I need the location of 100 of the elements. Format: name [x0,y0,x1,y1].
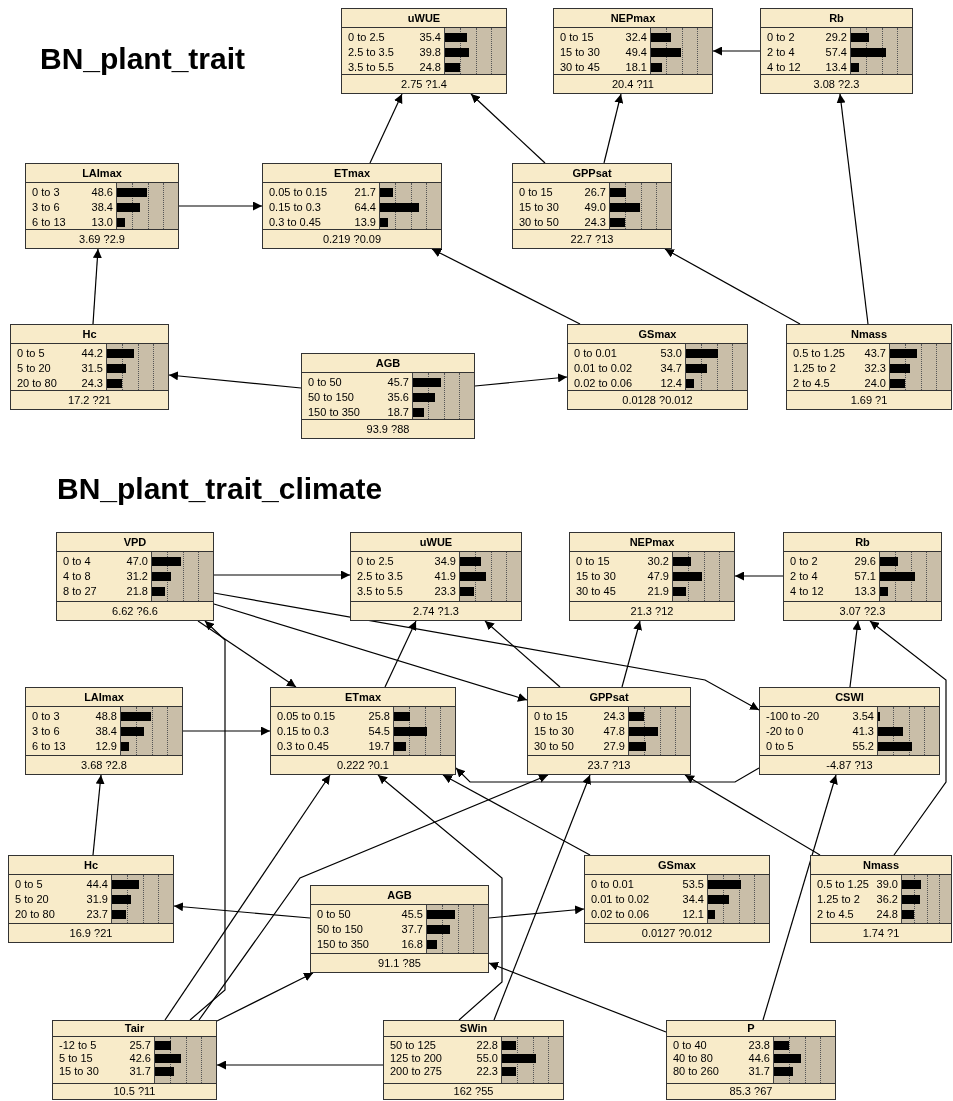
probability-value: 37.7 [401,923,423,936]
state-label: 0.02 to 0.06 [574,377,633,390]
state-label: 0 to 15 [560,31,594,44]
probability-value: 39.8 [419,46,441,59]
node-card [527,687,691,775]
state-label: 15 to 30 [576,570,616,583]
summary-value: 0.222 ?0.1 [271,755,455,774]
probability-value: 23.7 [86,908,108,921]
arrow [869,620,947,856]
state-label: 3.5 to 5.5 [357,585,403,598]
arrow [712,46,761,56]
probability-value: 47.0 [126,555,148,568]
state-label: 0 to 3 [32,710,60,723]
summary-value: 3.69 ?2.9 [26,229,178,248]
state-label: 4 to 8 [63,570,91,583]
arrow [369,93,403,164]
node-card [310,885,489,973]
node-card [25,687,183,775]
state-label: 30 to 45 [560,61,600,74]
summary-value: 20.4 ?11 [554,74,712,93]
probability-value: 23.8 [748,1039,770,1052]
probability-value: 24.3 [81,377,103,390]
arrow [734,571,784,581]
probability-value: 31.5 [81,362,103,375]
arrow [488,905,585,919]
network-title: BN_plant_trait [40,42,246,76]
state-label: 0 to 2 [767,31,795,44]
probability-value: 12.1 [682,908,704,921]
probability-value: 23.3 [434,585,456,598]
arrow [836,93,869,325]
probability-value: 34.9 [434,555,456,568]
summary-value: 17.2 ?21 [11,390,168,409]
arrow [621,620,642,688]
state-label: 0 to 2.5 [348,31,385,44]
state-label: 50 to 150 [317,923,363,936]
probability-value: 16.8 [401,938,423,951]
probability-value: 36.2 [876,893,898,906]
state-label: 3 to 6 [32,201,60,214]
state-label: 200 to 275 [390,1065,442,1078]
state-label: 50 to 125 [390,1039,436,1052]
state-label: 0.05 to 0.15 [269,186,328,199]
state-label: 0 to 3 [32,186,60,199]
probability-value: 13.0 [91,216,113,229]
probability-value: 13.3 [854,585,876,598]
probability-value: 18.1 [625,61,647,74]
probability-value: 38.4 [91,201,113,214]
state-label: 2.5 to 3.5 [357,570,403,583]
probability-value: 22.3 [476,1065,498,1078]
probability-value: 31.9 [86,893,108,906]
state-label: 40 to 80 [673,1052,713,1065]
arrow [493,774,591,1021]
state-label: 20 to 80 [15,908,55,921]
arrow [442,774,591,856]
probability-value: 22.8 [476,1039,498,1052]
state-label: 2 to 4.5 [793,377,830,390]
probability-value: 24.8 [419,61,441,74]
node-card [569,532,735,621]
probability-value: 35.6 [387,391,409,404]
state-label: -12 to 5 [59,1039,97,1052]
probability-value: 45.5 [401,908,423,921]
summary-value: 3.68 ?2.8 [26,755,182,774]
probability-value: 29.6 [854,555,876,568]
state-label: 0.3 to 0.45 [269,216,321,229]
node-card [584,855,770,943]
state-label: 5 to 20 [17,362,51,375]
state-label: 2 to 4 [767,46,795,59]
probability-value: 12.4 [660,377,682,390]
network-title: BN_plant_trait_climate [57,472,383,506]
probability-value: 27.9 [603,740,625,753]
state-label: 2.5 to 3.5 [348,46,394,59]
state-label: 0 to 5 [15,878,43,891]
probability-value: 21.9 [647,585,669,598]
probability-value: 31.7 [748,1065,770,1078]
state-label: 0.02 to 0.06 [591,908,650,921]
state-label: 1.25 to 2 [793,362,836,375]
node-card [512,163,672,249]
arrow [92,248,102,325]
state-label: 5 to 20 [15,893,49,906]
arrow [684,774,821,856]
summary-value: 16.9 ?21 [9,923,173,942]
arrow [213,592,760,711]
state-label: 0 to 0.01 [591,878,634,891]
state-label: 4 to 12 [767,61,801,74]
state-label: 1.25 to 2 [817,893,860,906]
arrow [849,620,862,688]
arrow [488,962,667,1033]
state-label: 5 to 15 [59,1052,93,1065]
summary-value: 2.74 ?1.3 [351,601,521,620]
arrow [198,774,549,1021]
probability-value: 24.3 [603,710,625,723]
arrow [384,620,417,688]
node-card [567,324,748,410]
probability-value: 53.5 [682,878,704,891]
state-label: 0.15 to 0.3 [277,725,329,738]
state-label: 20 to 80 [17,377,57,390]
state-label: -20 to 0 [766,725,804,738]
node-card [8,855,174,943]
arrow [455,767,760,783]
summary-value: 22.7 ?13 [513,229,671,248]
state-label: 3.5 to 5.5 [348,61,394,74]
